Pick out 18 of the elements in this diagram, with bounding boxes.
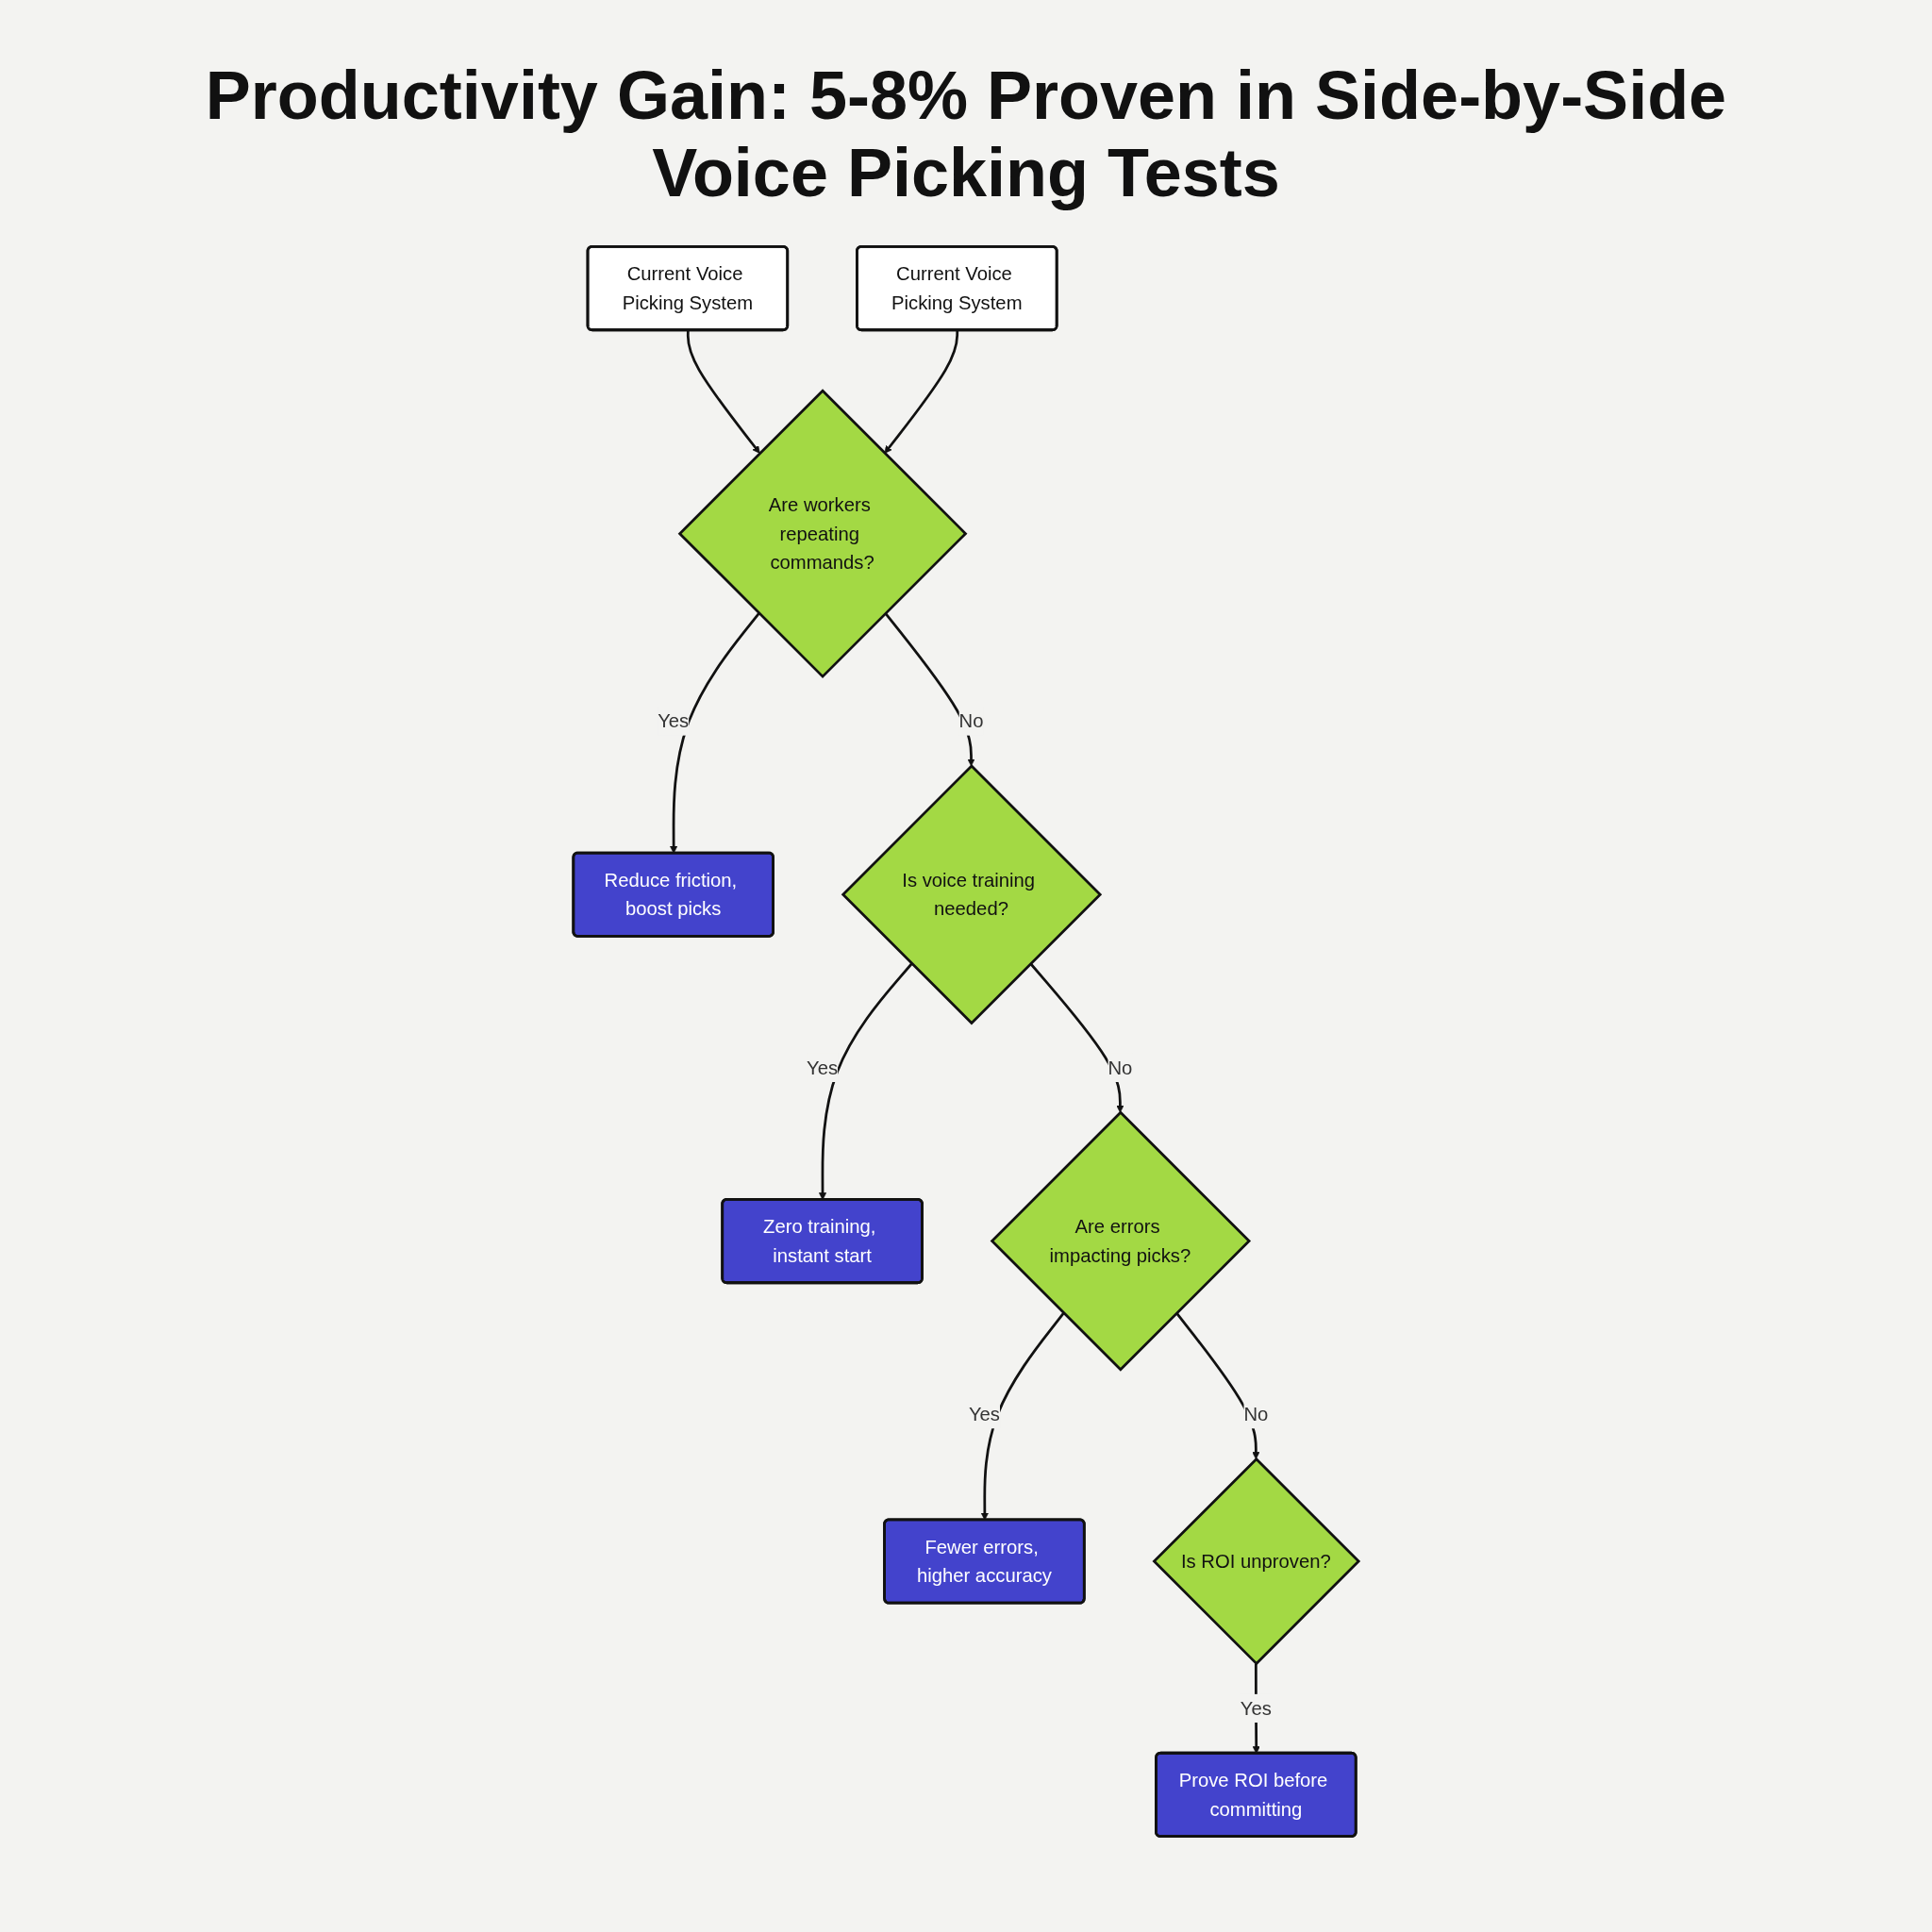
- edge-label: No: [1108, 1057, 1133, 1079]
- node-diamond: Is ROI unproven?: [1152, 1457, 1361, 1666]
- arrow: [1175, 1312, 1260, 1459]
- edge-label: Yes: [968, 1403, 1000, 1425]
- arrow: [1029, 962, 1124, 1113]
- edge-label: Yes: [807, 1057, 839, 1079]
- node-diamond: Is voice training needed?: [841, 764, 1103, 1025]
- edge-label: Yes: [658, 710, 690, 733]
- arrow: [884, 612, 975, 767]
- edge-label: No: [958, 710, 984, 733]
- edge-label: No: [1243, 1403, 1269, 1425]
- title: Productivity Gain: 5-8% Proven in Side-by-Side Voice Picking Tests: [204, 57, 1728, 211]
- node-diamond: Are errors impacting picks?: [990, 1110, 1252, 1372]
- arrow: [686, 330, 760, 454]
- arrow: [670, 612, 760, 854]
- node-diamond: Are workers repeating commands?: [677, 389, 968, 679]
- arrow: [884, 330, 959, 454]
- edge-label: Yes: [1240, 1697, 1272, 1720]
